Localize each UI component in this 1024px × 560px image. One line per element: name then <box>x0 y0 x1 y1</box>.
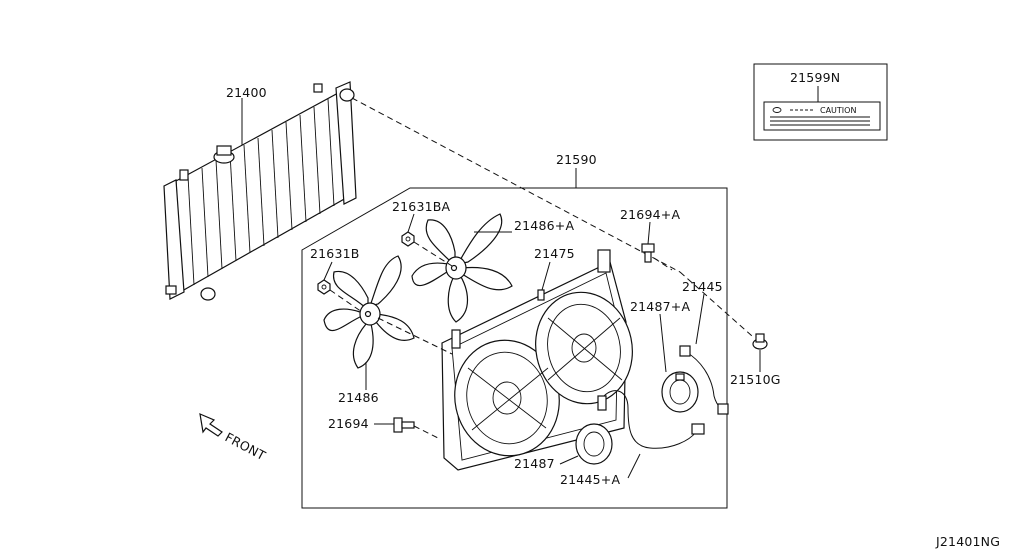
fan-shroud[interactable] <box>441 249 643 471</box>
dash-fan-lower <box>377 317 453 355</box>
alignment-line <box>351 97 681 273</box>
fan-shroud-assembly-frame <box>301 187 728 509</box>
label-screw-lower: 21694 <box>328 416 369 431</box>
leader-motor-upper <box>659 313 667 373</box>
nut-lower[interactable] <box>317 279 331 295</box>
label-bolt: 21510G <box>730 372 781 387</box>
caution-icon <box>772 107 782 113</box>
dash-screw-upper <box>653 257 673 271</box>
leader-screw-upper <box>647 221 651 245</box>
motor-lower[interactable] <box>575 395 613 465</box>
caution-label-box[interactable] <box>753 63 888 141</box>
dash-nut-upper <box>413 241 453 267</box>
dash-nut-lower <box>329 289 363 313</box>
label-fan-upper: 21486+A <box>514 218 574 233</box>
front-arrow <box>199 413 223 437</box>
front-label: FRONT <box>223 429 269 463</box>
leader-nut-upper <box>407 213 415 233</box>
bolt[interactable] <box>752 333 768 350</box>
caution-text: CAUTION <box>820 106 856 115</box>
diagram-code: J21401NG <box>935 534 1000 549</box>
dash-bolt <box>679 271 753 337</box>
leader-harness-lower <box>627 453 641 479</box>
label-caution: 21599N <box>790 70 840 85</box>
fan-upper[interactable] <box>411 213 513 323</box>
label-fan-lower: 21486 <box>338 390 379 405</box>
label-nut-upper: 21631BA <box>392 199 451 214</box>
leader-motor-lower <box>559 455 579 465</box>
harness-lower[interactable] <box>603 390 705 449</box>
motor-upper[interactable] <box>661 371 699 413</box>
label-harness-right: 21445 <box>682 279 723 294</box>
label-screw-upper: 21694+A <box>620 207 680 222</box>
label-nut-lower: 21631B <box>310 246 360 261</box>
screw-lower[interactable] <box>393 417 415 433</box>
dash-screw-lower <box>413 425 439 439</box>
caution-sticker: CAUTION <box>763 101 881 131</box>
leader-harness-right <box>695 293 705 345</box>
leader-nut-lower <box>323 261 333 281</box>
label-shroud: 21475 <box>534 246 575 261</box>
fan-lower[interactable] <box>323 255 415 369</box>
harness-right[interactable] <box>679 345 729 415</box>
label-harness-lower: 21445+A <box>560 472 620 487</box>
leader-shroud <box>541 261 551 291</box>
label-radiator: 21400 <box>226 85 267 100</box>
radiator[interactable] <box>163 81 357 301</box>
label-fan-shroud-assembly: 21590 <box>556 152 597 167</box>
label-motor-upper: 21487+A <box>630 299 690 314</box>
label-motor-lower: 21487 <box>514 456 555 471</box>
nut-upper[interactable] <box>401 231 415 247</box>
screw-upper[interactable] <box>641 243 655 263</box>
